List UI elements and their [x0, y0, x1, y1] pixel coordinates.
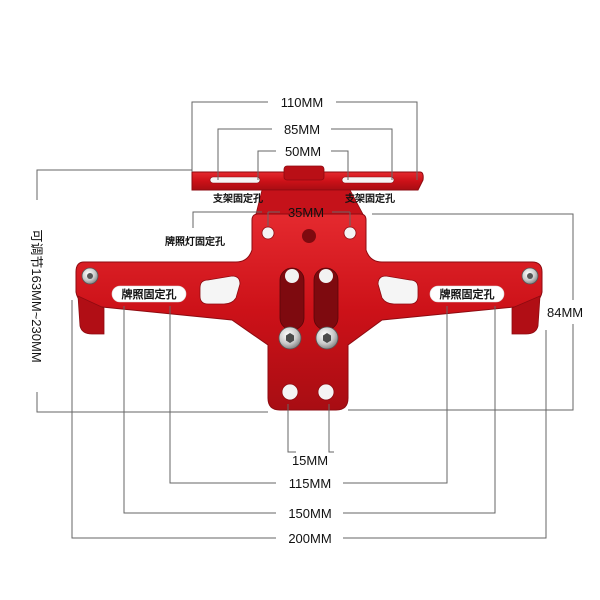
mount-hole-left	[261, 226, 275, 240]
bolt-wing-left	[81, 267, 99, 285]
dimension-labels: 110MM 85MM 50MM 35MM 15MM 115MM 150MM 20…	[29, 95, 583, 546]
dim-15mm: 15MM	[292, 453, 328, 468]
bottom-hole-left	[281, 383, 299, 401]
dim-84mm: 84MM	[547, 305, 583, 320]
plate-hole-label-right: 牌照固定孔	[440, 287, 495, 301]
adjust-slot-top-right	[319, 269, 333, 283]
dim-115mm: 115MM	[289, 476, 331, 491]
wing-window-right	[377, 275, 419, 305]
left-foot	[77, 295, 105, 335]
label-bracket-hole-left: 支架固定孔	[212, 192, 263, 205]
plate-hole-pill-left: 牌照固定孔	[111, 285, 187, 303]
dimension-lines	[36, 101, 574, 539]
label-bracket-hole-right: 支架固定孔	[344, 192, 395, 205]
adjust-slot-top-left	[285, 269, 299, 283]
wing-window-left	[199, 275, 241, 305]
bracket-body: 牌照固定孔 牌照固定孔	[75, 165, 543, 411]
bottom-hole-right	[317, 383, 335, 401]
label-light-hole: 牌照灯固定孔	[165, 235, 225, 248]
right-foot	[511, 295, 541, 335]
dim-200mm: 200MM	[288, 531, 331, 546]
bolt-right	[315, 326, 339, 350]
dim-150mm: 150MM	[288, 506, 331, 521]
dim-85mm: 85MM	[284, 122, 320, 137]
dim-110mm: 110MM	[281, 95, 323, 110]
light-hole	[302, 229, 316, 243]
dim-adjustable-range: 可调节163MM~230MM	[29, 229, 44, 362]
dim-50mm: 50MM	[285, 144, 321, 159]
plate-hole-pill-right: 牌照固定孔	[429, 285, 505, 303]
plate-hole-label-left: 牌照固定孔	[122, 287, 177, 301]
bracket-main-plate	[75, 213, 543, 411]
mount-hole-right	[343, 226, 357, 240]
bolt-wing-right	[521, 267, 539, 285]
top-mount-bar	[191, 171, 424, 191]
bolt-left	[278, 326, 302, 350]
top-center-boss	[283, 165, 325, 181]
top-slot-left	[209, 176, 261, 184]
top-slot-right	[341, 176, 395, 184]
dim-35mm: 35MM	[288, 205, 324, 220]
